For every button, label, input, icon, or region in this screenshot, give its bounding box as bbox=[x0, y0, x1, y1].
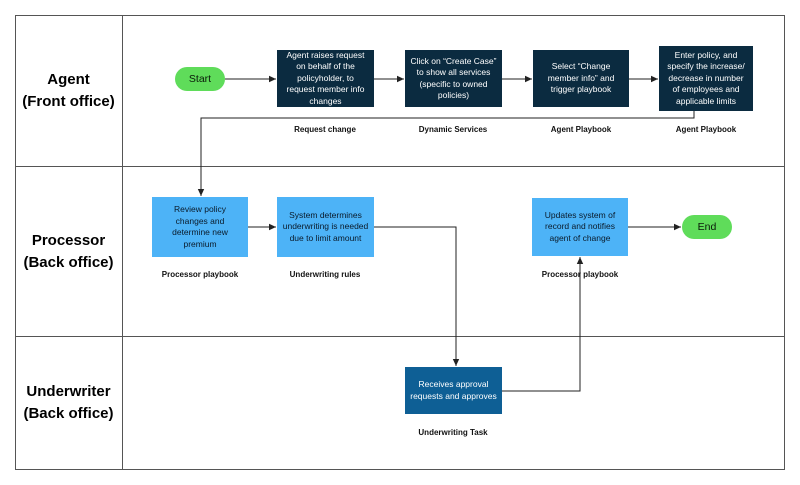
diagram-frame bbox=[15, 15, 785, 470]
caption-agent-playbook-2: Agent Playbook bbox=[675, 125, 737, 134]
caption-processor-playbook-1: Processor playbook bbox=[161, 270, 239, 279]
end-node: End bbox=[682, 215, 732, 239]
step-receives-approval-text: Receives approval requests and approves bbox=[410, 379, 497, 401]
start-node: Start bbox=[175, 67, 225, 91]
step-raise-request-text: Agent raises request on behalf of the po… bbox=[286, 49, 365, 106]
step-system-determines: System determines underwriting is needed… bbox=[277, 197, 374, 257]
step-select-change: Select “Change member info” and trigger … bbox=[533, 50, 629, 107]
lane-label-processor: Processor(Back office) bbox=[23, 231, 114, 271]
step-review-policy-text: Review policy changes and determine new … bbox=[172, 204, 228, 249]
caption-underwriting-task: Underwriting Task bbox=[418, 428, 488, 437]
arrow-approval-to-updates bbox=[502, 257, 584, 392]
step-updates-system: Updates system of record and notifies ag… bbox=[532, 198, 628, 256]
arrow-enter-to-review bbox=[197, 111, 695, 196]
step-receives-approval: Receives approval requests and approves bbox=[405, 367, 502, 414]
step-raise-request: Agent raises request on behalf of the po… bbox=[277, 50, 374, 107]
step-create-case: Click on “Create Case” to show all servi… bbox=[405, 50, 502, 107]
step-updates-system-text: Updates system of record and notifies ag… bbox=[544, 209, 616, 243]
step-review-policy: Review policy changes and determine new … bbox=[152, 197, 248, 257]
step-select-change-text: Select “Change member info” and trigger … bbox=[547, 61, 615, 95]
step-enter-policy-text: Enter policy, and specify the increase/ … bbox=[667, 49, 745, 106]
caption-agent-playbook-1: Agent Playbook bbox=[550, 125, 612, 134]
lane-label-underwriter: Underwriter(Back office) bbox=[23, 383, 114, 422]
lane-label-agent: Agent(Front office) bbox=[22, 71, 115, 110]
caption-underwriting-rules: Underwriting rules bbox=[289, 270, 361, 279]
start-label: Start bbox=[188, 73, 212, 85]
caption-processor-playbook-2: Processor playbook bbox=[541, 270, 619, 279]
step-system-determines-text: System determines underwriting is needed… bbox=[282, 209, 369, 243]
step-enter-policy: Enter policy, and specify the increase/ … bbox=[659, 46, 753, 111]
step-create-case-text: Click on “Create Case” to show all servi… bbox=[410, 55, 497, 101]
end-label: End bbox=[697, 221, 717, 233]
caption-request-change: Request change bbox=[294, 125, 356, 134]
arrow-system-to-approval bbox=[374, 226, 460, 366]
caption-dynamic-services: Dynamic Services bbox=[418, 125, 488, 134]
